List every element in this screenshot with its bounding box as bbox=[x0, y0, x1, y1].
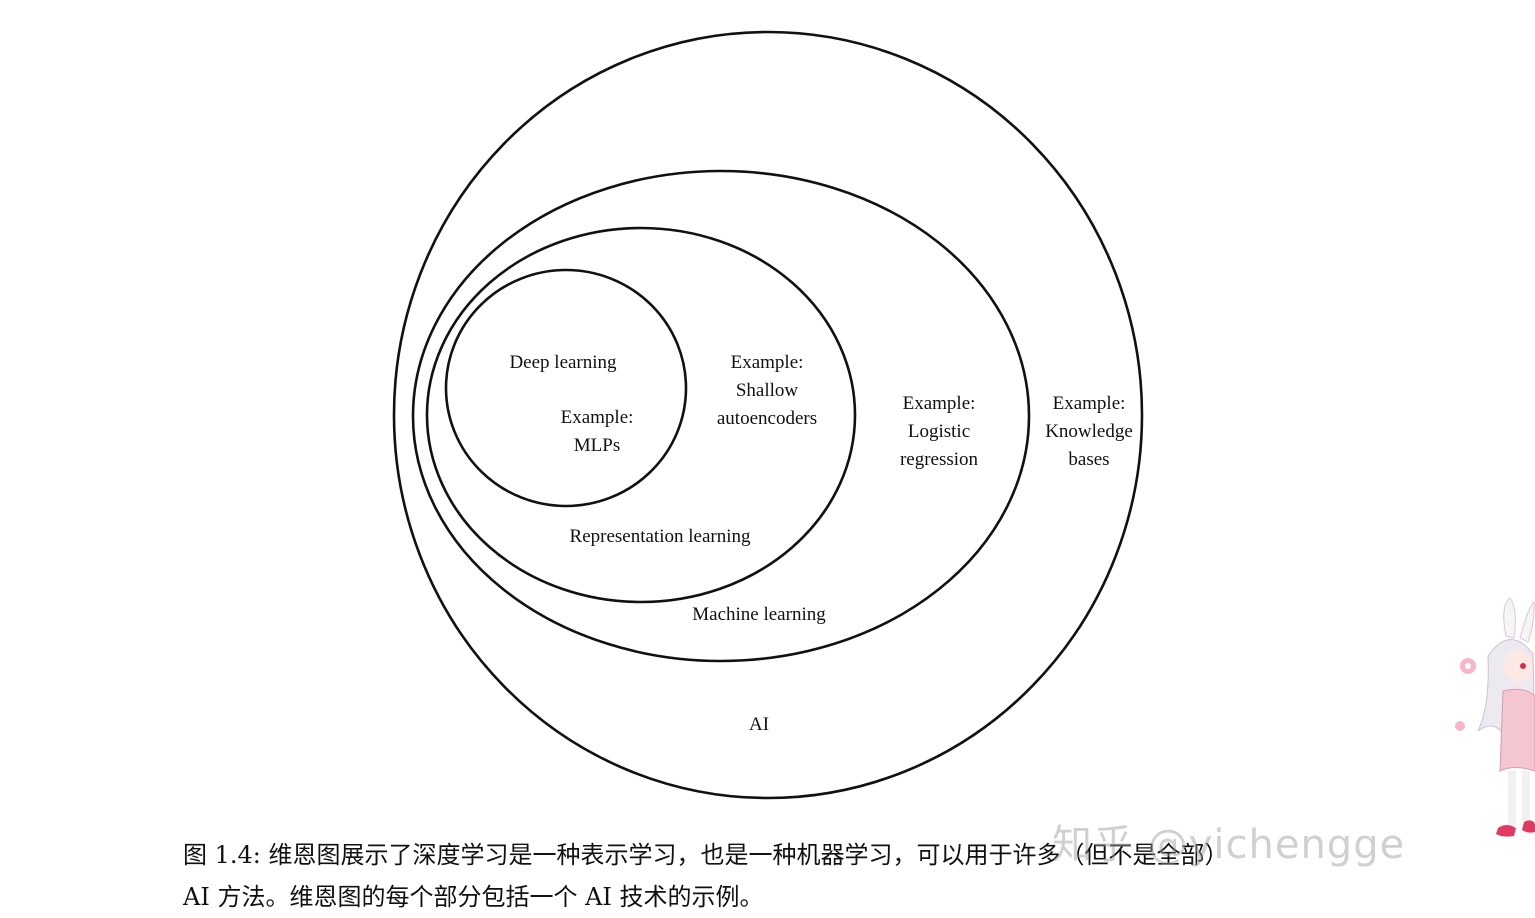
representation-learning-ellipse bbox=[425, 226, 857, 604]
ai-label: AI bbox=[749, 714, 769, 735]
machine-learning-label: Machine learning bbox=[692, 604, 826, 625]
ai-example-line-3: bases bbox=[1068, 449, 1109, 470]
caption-line-1: 图 1.4: 维恩图展示了深度学习是一种表示学习，也是一种机器学习，可以用于许多… bbox=[183, 841, 1229, 869]
figure-caption: 图 1.4: 维恩图展示了深度学习是一种表示学习，也是一种机器学习，可以用于许多… bbox=[183, 834, 1503, 918]
mascot-illustration bbox=[1455, 597, 1535, 837]
machine-learning-example-line-2: Logistic bbox=[908, 421, 970, 442]
ai-circle bbox=[392, 30, 1144, 800]
machine-learning-example-line-3: regression bbox=[900, 449, 979, 470]
watermark: 知乎 @yichengge bbox=[1052, 822, 1406, 868]
deep-learning-example-line-2: MLPs bbox=[574, 435, 620, 456]
deep-learning-circle bbox=[444, 268, 688, 508]
machine-learning-example-line-1: Example: bbox=[903, 393, 976, 414]
representation-learning-example-line-2: Shallow bbox=[736, 380, 799, 401]
representation-learning-label: Representation learning bbox=[570, 526, 751, 547]
ai-example-line-2: Knowledge bbox=[1045, 421, 1133, 442]
ai-example-line-1: Example: bbox=[1053, 393, 1126, 414]
caption-line-2: AI 方法。维恩图的每个部分包括一个 AI 技术的示例。 bbox=[183, 883, 764, 911]
representation-learning-example-line-3: autoencoders bbox=[717, 408, 817, 429]
deep-learning-label: Deep learning bbox=[509, 352, 617, 373]
machine-learning-ellipse bbox=[411, 169, 1031, 663]
deep-learning-example-line-1: Example: bbox=[561, 407, 634, 428]
representation-learning-example-line-1: Example: bbox=[731, 352, 804, 373]
